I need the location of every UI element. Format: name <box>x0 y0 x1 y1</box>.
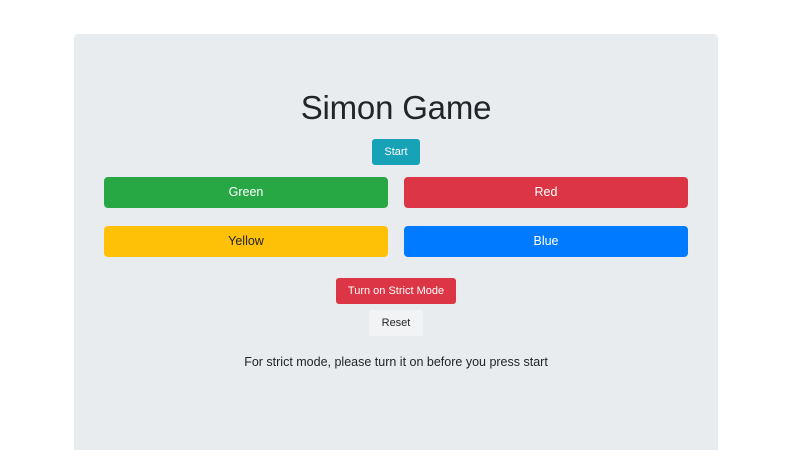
page-title: Simon Game <box>300 89 492 126</box>
pad-yellow[interactable]: Yellow <box>104 226 388 257</box>
strict-mode-hint: For strict mode, please turn it on befor… <box>244 355 548 369</box>
strict-row: Turn on Strict Mode <box>74 278 718 304</box>
pad-blue[interactable]: Blue <box>404 226 688 257</box>
game-card: Simon Game Start Green Red Yellow Blue T… <box>74 34 718 450</box>
pad-red[interactable]: Red <box>404 177 688 208</box>
reset-button[interactable]: Reset <box>368 310 424 336</box>
color-pad-grid: Green Red Yellow Blue <box>104 177 688 257</box>
pad-green[interactable]: Green <box>104 177 388 208</box>
reset-row: Reset <box>74 310 718 336</box>
strict-mode-button[interactable]: Turn on Strict Mode <box>335 278 457 304</box>
start-button[interactable]: Start <box>372 139 420 165</box>
start-row: Start <box>74 139 718 165</box>
